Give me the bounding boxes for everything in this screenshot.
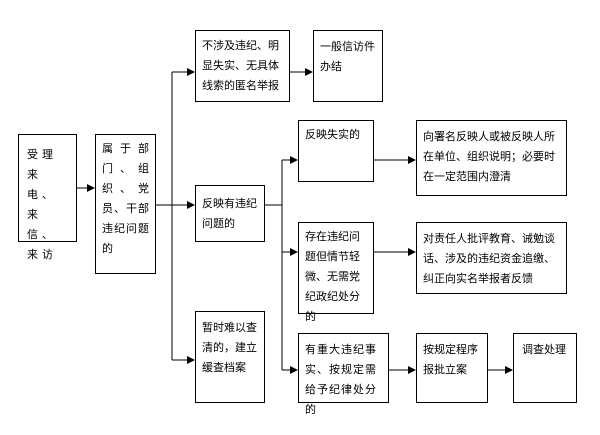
- node-criticize: 对责任人批评教育、诫勉谈话、涉及的违纪资金追缴、纠正向实名举报者反馈: [416, 222, 567, 294]
- node-general-letter: 一般信访件办结: [313, 30, 383, 102]
- node-unclear: 暂时难以查清的，建立缓查档案: [195, 311, 265, 403]
- node-file-case: 按规定程序报批立案: [416, 333, 488, 403]
- node-investigate: 调查处理: [513, 333, 577, 403]
- node-untrue: 反映失实的: [298, 120, 374, 182]
- node-clarify: 向署名反映人或被反映人所在单位、组织说明；必要时在一定范围内澄清: [416, 120, 567, 196]
- node-reflects-violation: 反映有违纪问题的: [195, 185, 265, 242]
- node-minor-violation: 存在违纪问题但情节轻微、无需党纪政纪处分的: [298, 222, 374, 323]
- node-anonymous-tip: 不涉及违纪、明显失实、无具体线索的匿名举报: [195, 30, 290, 102]
- node-scope: 属于部门、组织、党员、干部违纪问题的: [95, 134, 156, 274]
- node-accept: 受理来电、来信、来访: [18, 134, 77, 261]
- node-serious-violation: 有重大违纪事实、按规定需给予纪律处分的: [298, 333, 389, 416]
